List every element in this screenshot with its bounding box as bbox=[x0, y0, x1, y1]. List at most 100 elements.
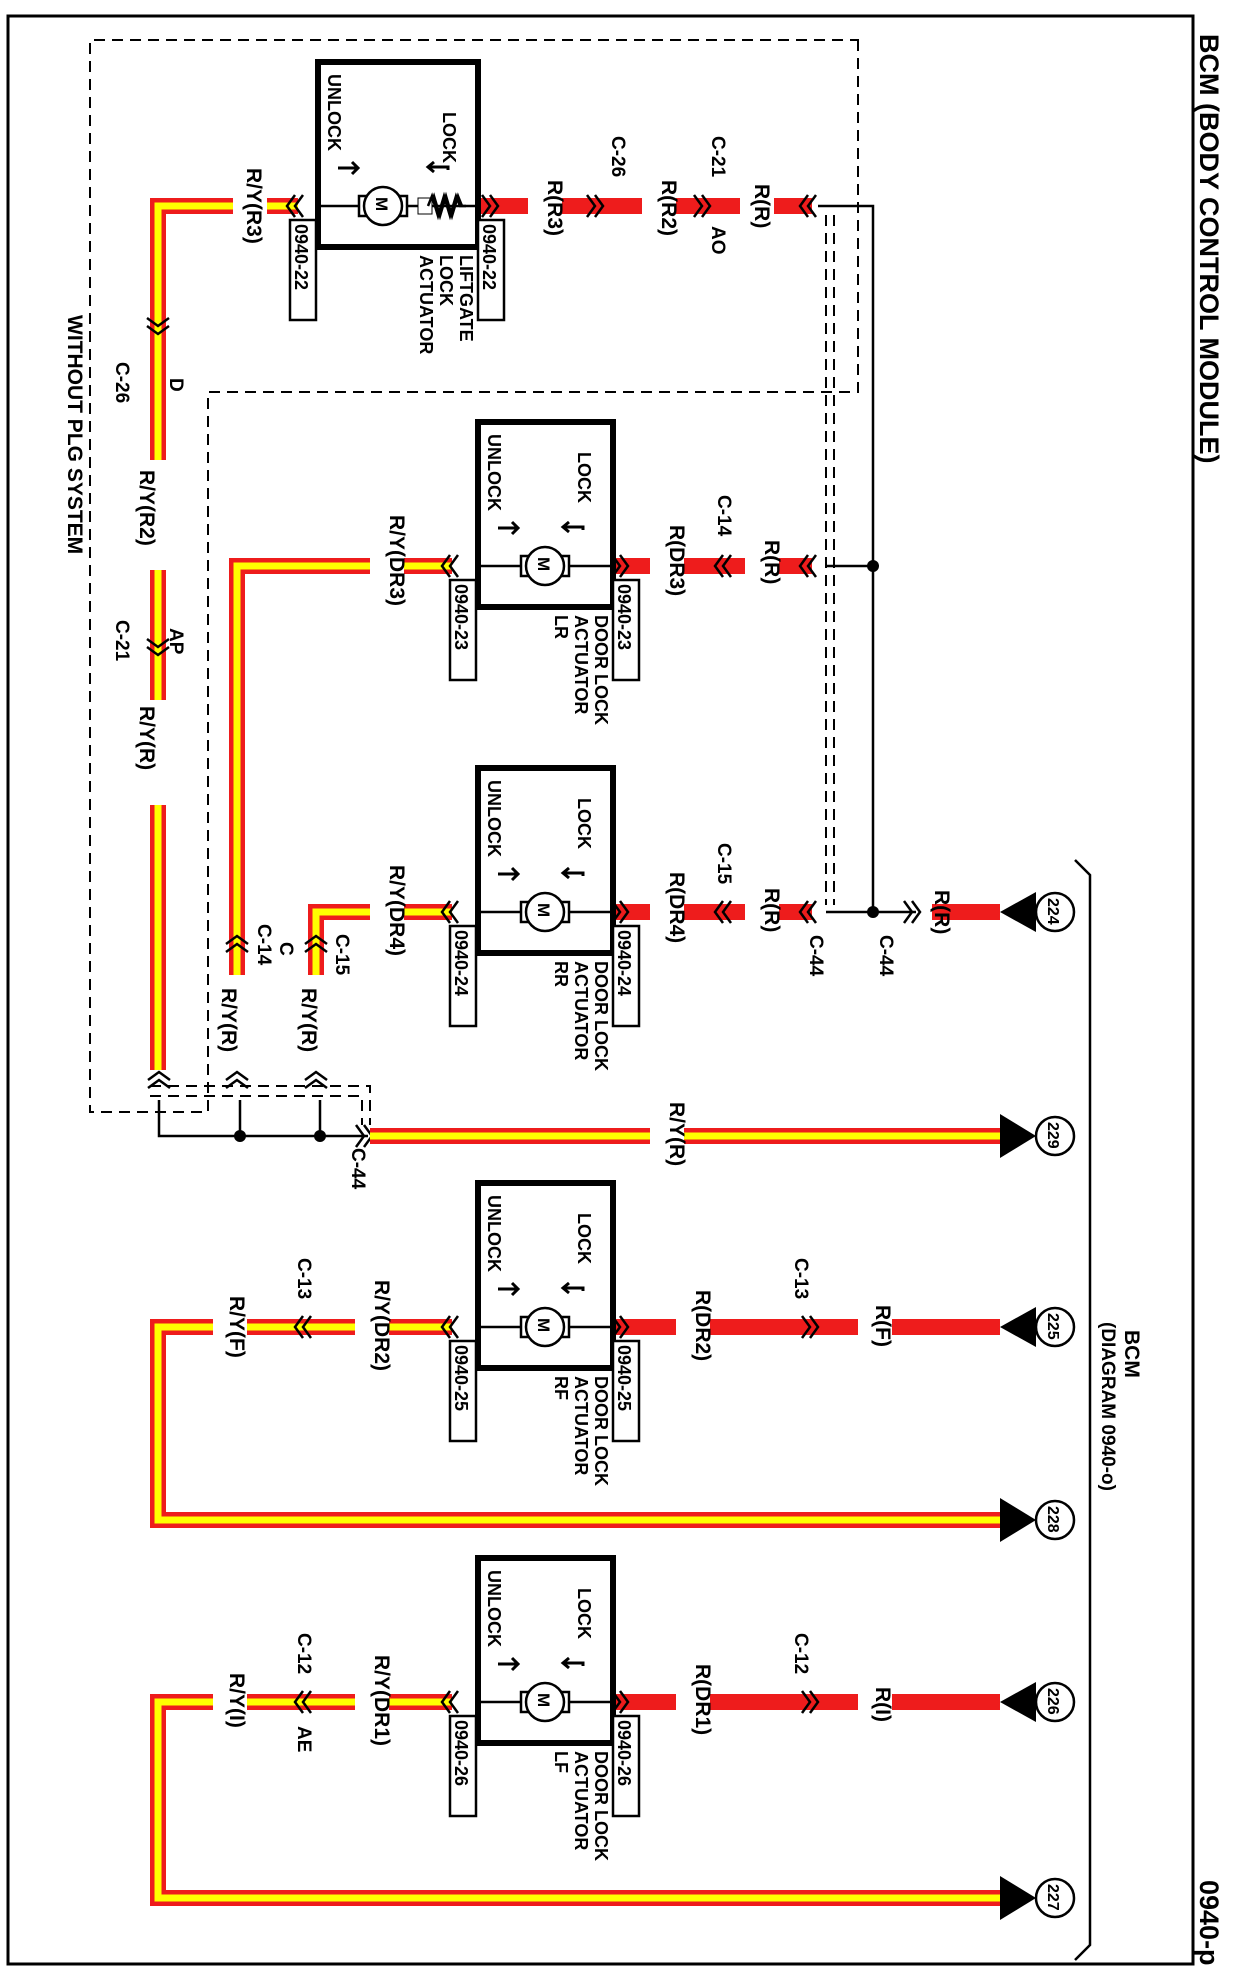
bus-tap bbox=[826, 564, 916, 914]
actuator-name: DOOR LOCK bbox=[591, 615, 611, 725]
actuator-name: ACTUATOR bbox=[571, 961, 591, 1060]
label-gap bbox=[642, 190, 676, 224]
wire-label: R/Y(DR2) bbox=[370, 1280, 393, 1371]
label-gap bbox=[213, 1311, 247, 1345]
motor-label: M bbox=[372, 197, 391, 211]
wire-label: R(F) bbox=[871, 1305, 894, 1347]
label-gap bbox=[676, 1686, 710, 1720]
connector-chevron-icon bbox=[304, 1070, 328, 1090]
label-gap bbox=[745, 896, 779, 930]
connector-label: C-13 bbox=[790, 1258, 811, 1299]
label-gap bbox=[233, 190, 267, 224]
terminal-circle bbox=[1034, 1115, 1076, 1157]
without-plg-outline bbox=[89, 39, 859, 1113]
connector-chevron-icon bbox=[798, 554, 818, 578]
wires bbox=[142, 190, 1000, 1906]
label-gap bbox=[355, 1686, 389, 1720]
actuator-name: ACTUATOR bbox=[571, 1751, 591, 1850]
motor-label: M bbox=[534, 1693, 553, 1707]
connector-label: C-21 bbox=[707, 136, 728, 178]
lock-arrow-icon bbox=[560, 1656, 585, 1670]
ref-box-left bbox=[448, 924, 478, 1028]
motor-icon bbox=[524, 1681, 566, 1723]
connector-label: AE bbox=[293, 1726, 314, 1752]
wire-label: R(DR2) bbox=[691, 1290, 714, 1361]
connector-chevron-icon bbox=[713, 554, 733, 578]
ref-box-right bbox=[611, 1339, 641, 1443]
connector-chevron-icon bbox=[800, 1315, 820, 1339]
splice-dot bbox=[314, 1130, 326, 1142]
unlock-label: UNLOCK bbox=[484, 780, 504, 857]
lock-label: LOCK bbox=[574, 1588, 594, 1639]
wire-label: R(R) bbox=[930, 890, 953, 934]
wire-label: R/Y(DR1) bbox=[370, 1655, 393, 1746]
ref-box-left bbox=[448, 1339, 478, 1443]
connector-chevron-icon bbox=[798, 900, 818, 924]
connector-chevron-icon bbox=[146, 637, 170, 657]
unlock-label: UNLOCK bbox=[484, 1570, 504, 1647]
connector-label: AP bbox=[165, 628, 186, 655]
bcm-bracket bbox=[1074, 859, 1092, 1961]
unlock-label: UNLOCK bbox=[484, 1195, 504, 1272]
actuator-name: LF bbox=[551, 1751, 571, 1773]
connector-label: C-15 bbox=[713, 843, 734, 885]
connector-label: C-15 bbox=[331, 934, 352, 976]
ref-box-right bbox=[611, 924, 641, 1028]
page-code: 0940-p bbox=[1194, 1880, 1224, 1966]
red-yellow-wire-tracer bbox=[233, 562, 452, 1068]
bus-line bbox=[818, 204, 875, 912]
connector-label: C-26 bbox=[607, 136, 628, 177]
connector-label: C-13 bbox=[293, 1258, 314, 1299]
ref-box-left bbox=[288, 218, 318, 322]
arrow-in-icon bbox=[1000, 1307, 1036, 1347]
actuator-name: LIFTGATE bbox=[456, 255, 476, 342]
terminal-circle bbox=[1034, 1681, 1076, 1723]
ref-code: 0940-25 bbox=[614, 1345, 634, 1411]
terminal-number: 228 bbox=[1044, 1506, 1061, 1533]
without-plg-label: WITHOUT PLG SYSTEM bbox=[63, 315, 86, 554]
ref-code: 0940-25 bbox=[451, 1345, 471, 1411]
label-gap bbox=[676, 1311, 710, 1345]
wire-label: R(R) bbox=[760, 540, 783, 584]
motor-icon bbox=[524, 1306, 566, 1348]
label-gap bbox=[370, 896, 404, 930]
actuator-name: DOOR LOCK bbox=[591, 961, 611, 1071]
label-gap bbox=[858, 1311, 892, 1345]
lower-bus bbox=[157, 1100, 368, 1138]
ref-code: 0940-22 bbox=[291, 224, 311, 290]
red-yellow-wire-tracer bbox=[154, 1698, 1000, 1902]
connector-label: C-12 bbox=[790, 1633, 811, 1674]
unlock-arrow-icon bbox=[498, 520, 521, 536]
red-yellow-wire-tracer bbox=[154, 1323, 1000, 1524]
actuator-name: ACTUATOR bbox=[416, 255, 436, 354]
spring-icon bbox=[426, 191, 466, 221]
unlock-arrow-icon bbox=[498, 866, 521, 882]
terminal-circle bbox=[1034, 1306, 1076, 1348]
wire-label: R/Y(R3) bbox=[242, 168, 265, 244]
unlock-arrow-icon bbox=[498, 1656, 521, 1672]
connector-label: C-12 bbox=[293, 1633, 314, 1674]
connector-chevron-icon bbox=[692, 194, 712, 218]
connector-chevron-icon bbox=[304, 934, 328, 954]
bcm-ref-line2: (DIAGRAM 0940-o) bbox=[1097, 1322, 1118, 1491]
lock-label: LOCK bbox=[574, 798, 594, 849]
ref-code: 0940-24 bbox=[614, 930, 634, 996]
wire-label: R/Y(R) bbox=[665, 1102, 688, 1166]
terminal-circle bbox=[1034, 891, 1076, 933]
connector-chevron-icon bbox=[585, 194, 605, 218]
ref-code: 0940-26 bbox=[614, 1720, 634, 1786]
ref-code: 0940-23 bbox=[451, 584, 471, 650]
label-gap bbox=[528, 190, 562, 224]
ref-code: 0940-24 bbox=[451, 930, 471, 996]
wire-label: R/Y(I) bbox=[225, 1673, 248, 1728]
terminal-number: 227 bbox=[1044, 1884, 1061, 1911]
terminal-number: 229 bbox=[1044, 1122, 1061, 1149]
terminal-225: 225 bbox=[1000, 1306, 1076, 1348]
label-gap bbox=[300, 975, 334, 1080]
wire-label: R/Y(R2) bbox=[135, 470, 158, 546]
